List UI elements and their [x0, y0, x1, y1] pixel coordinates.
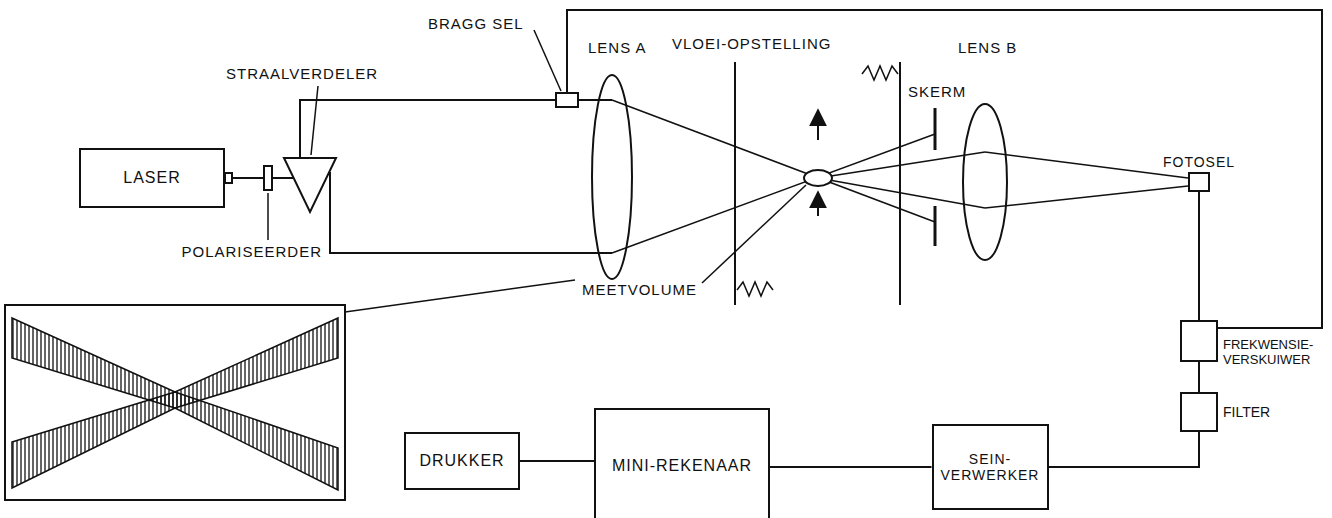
- part-label: POLARISEERDER: [181, 244, 322, 261]
- part-label: SKERM: [908, 84, 966, 101]
- component-box: FOTOSEL: [1188, 172, 1210, 192]
- part-label: MEETVOLUME: [582, 282, 697, 299]
- node-text: DRUKKER: [419, 452, 504, 470]
- beam-splitter: [284, 158, 336, 212]
- node-text: MINI-REKENAAR: [612, 457, 752, 475]
- process-box: SEIN- VERWERKER: [932, 424, 1049, 510]
- flow-arrow: [817, 192, 819, 216]
- flow-wall: [899, 62, 901, 305]
- inset-frame: [5, 305, 345, 500]
- polariser: [264, 166, 272, 190]
- part-label: VLOEI-OPSTELLING: [672, 36, 831, 53]
- process-box: MINI-REKENAAR: [594, 408, 770, 518]
- break-mark: [862, 66, 898, 80]
- flow-wall: [734, 62, 736, 305]
- leader-line: [534, 30, 561, 91]
- fringe-beam: [12, 318, 338, 488]
- scattered-light: [985, 186, 1188, 208]
- part-label: LENS B: [958, 40, 1017, 57]
- leader-line: [311, 86, 318, 155]
- component-box: FILTER: [1180, 392, 1218, 432]
- leader-line: [345, 280, 575, 312]
- node-text: SEIN- VERWERKER: [941, 451, 1040, 483]
- part-label: STRAALVERDELER: [226, 66, 378, 83]
- signal-wire: [1198, 362, 1200, 392]
- process-box: LASER: [79, 148, 225, 208]
- laser-nozzle: [225, 173, 232, 183]
- scattered-light: [818, 152, 985, 178]
- signal-wire: [1198, 192, 1200, 320]
- break-mark: [737, 282, 773, 296]
- signal-wire: [770, 466, 932, 468]
- node-text: FREKWENSIE- VERSKUIWER: [1223, 338, 1313, 368]
- screen: [934, 206, 937, 246]
- upper-beam: [300, 100, 612, 158]
- control-wire: [567, 10, 1322, 328]
- fringe-beam: [12, 318, 338, 490]
- leader-line: [702, 185, 806, 283]
- focused-beam: [612, 134, 935, 253]
- lens-a: [592, 75, 632, 279]
- leader-line: [267, 193, 269, 240]
- component-box: FREKWENSIE- VERSKUIWER: [1180, 320, 1218, 362]
- signal-wire: [520, 460, 594, 462]
- node-text: LASER: [123, 169, 180, 187]
- part-label: BRAGG SEL: [428, 16, 524, 33]
- node-text: FOTOSEL: [1163, 154, 1235, 170]
- lower-beam: [330, 172, 612, 253]
- scattered-light: [818, 178, 985, 208]
- flow-arrow: [817, 110, 819, 140]
- bragg-cell: [556, 93, 578, 107]
- signal-wire: [1049, 432, 1200, 467]
- scattered-light: [985, 152, 1188, 178]
- focused-beam: [612, 100, 935, 222]
- process-box: DRUKKER: [404, 432, 520, 490]
- lens-b: [963, 104, 1007, 260]
- screen: [934, 108, 937, 150]
- part-label: LENS A: [588, 40, 647, 57]
- measuring-volume: [804, 170, 832, 186]
- node-text: FILTER: [1223, 404, 1270, 420]
